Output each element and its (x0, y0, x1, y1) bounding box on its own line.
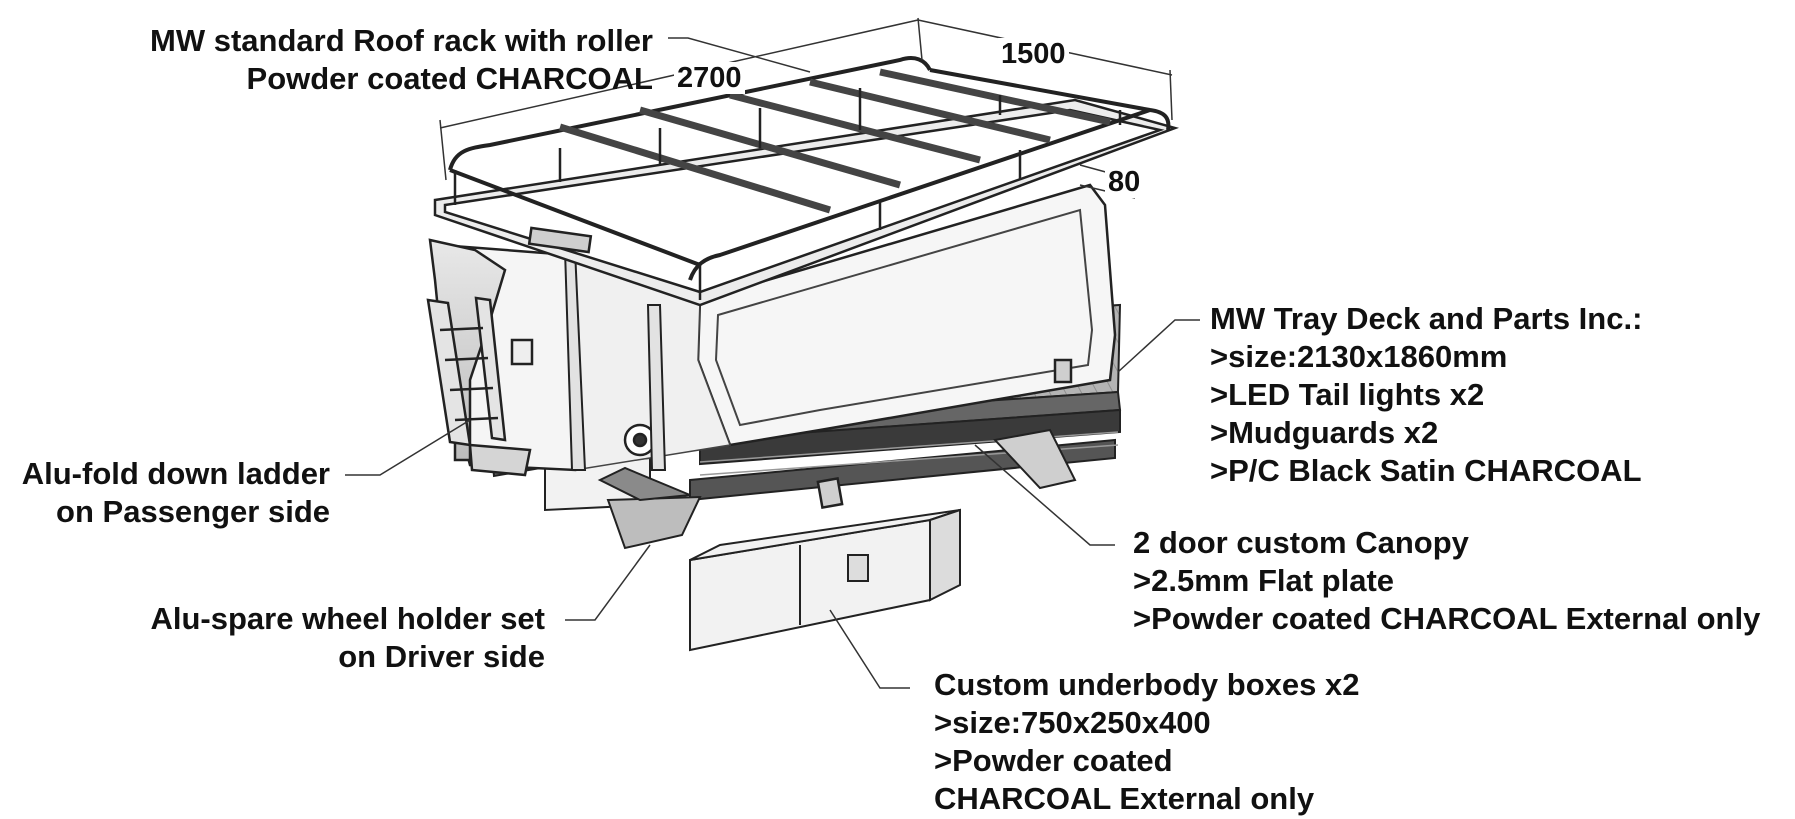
callout-line: Alu-fold down ladder (21, 456, 330, 491)
callout-line: CHARCOAL External only (934, 781, 1315, 816)
callout-line: on Passenger side (56, 494, 330, 529)
callout-line: Custom underbody boxes x2 (934, 667, 1360, 702)
canopy-posts (563, 249, 667, 471)
spare-wheel-holder (597, 466, 702, 550)
callout-tray-deck: MW Tray Deck and Parts Inc.: >size:2130x… (1210, 300, 1642, 490)
callout-line: >size:2130x1860mm (1210, 339, 1508, 374)
callout-line: 2 door custom Canopy (1133, 525, 1469, 560)
callout-line: >P/C Black Satin CHARCOAL (1210, 453, 1642, 488)
callout-line: >LED Tail lights x2 (1210, 377, 1485, 412)
callout-canopy: 2 door custom Canopy >2.5mm Flat plate >… (1133, 524, 1760, 638)
callout-line: >Powder coated (934, 743, 1173, 778)
callout-roof-rack: MW standard Roof rack with roller Powder… (150, 22, 653, 98)
dimension-length: 2700 (674, 62, 745, 94)
roof-rack (433, 56, 1180, 307)
callout-line: Powder coated CHARCOAL (246, 61, 653, 96)
callout-ladder: Alu-fold down ladder on Passenger side (22, 455, 330, 531)
callout-underbody: Custom underbody boxes x2 >size:750x250x… (934, 666, 1359, 818)
underbody-boxes (544, 456, 961, 652)
callout-line: MW standard Roof rack with roller (150, 23, 653, 58)
callout-line: >size:750x250x400 (934, 705, 1211, 740)
callout-line: >2.5mm Flat plate (1133, 563, 1395, 598)
callout-line: on Driver side (338, 639, 545, 674)
callout-line: >Mudguards x2 (1210, 415, 1439, 450)
callout-spare-wheel: Alu-spare wheel holder set on Driver sid… (151, 600, 546, 676)
callout-line: >Powder coated CHARCOAL External only (1133, 601, 1761, 636)
fold-down-ladder (426, 296, 532, 477)
callout-line: MW Tray Deck and Parts Inc.: (1210, 301, 1643, 336)
dimension-width: 1500 (998, 38, 1069, 70)
leader-lines (345, 37, 1200, 689)
callout-line: Alu-spare wheel holder set (150, 601, 546, 636)
dimension-rack-height: 80 (1105, 166, 1144, 198)
